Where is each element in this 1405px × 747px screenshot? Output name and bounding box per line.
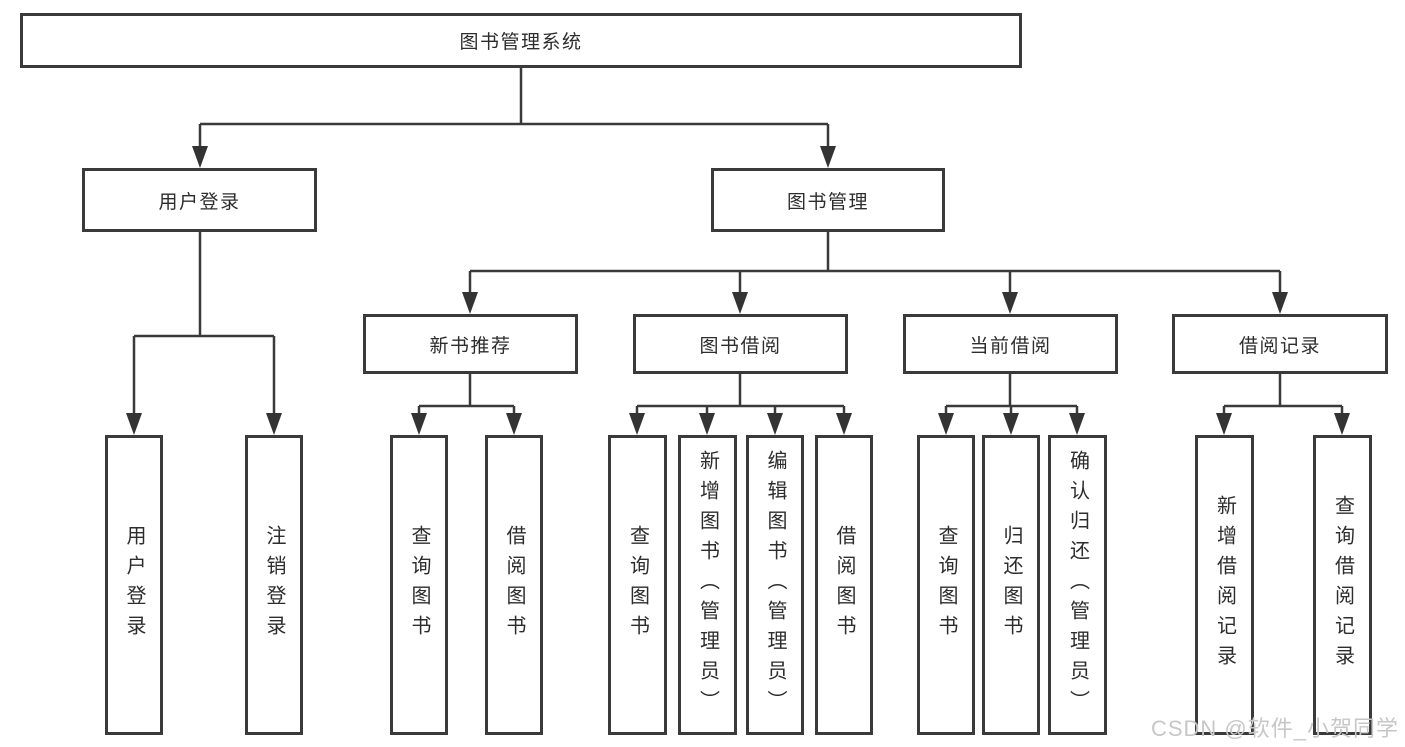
node-book-management: 图书管理 bbox=[711, 168, 945, 232]
leaf-logout-label: 注销登录 bbox=[263, 525, 285, 645]
leaf-return-book-label: 归还图书 bbox=[1000, 525, 1022, 645]
leaf-confirm-return-admin-label: 确认归还（管理员） bbox=[1066, 450, 1089, 720]
node-new-book-recommend: 新书推荐 bbox=[363, 314, 578, 374]
leaf-return-book: 归还图书 bbox=[982, 435, 1040, 735]
leaf-query-books-3-label: 查询图书 bbox=[935, 525, 957, 645]
csdn-watermark: CSDN @软件_小贺同学 bbox=[1150, 716, 1399, 741]
tree-edges bbox=[132, 68, 1344, 416]
node-user-login: 用户登录 bbox=[82, 168, 317, 232]
leaf-add-book-admin: 新增图书（管理员） bbox=[678, 435, 737, 735]
leaf-edit-book-admin: 编辑图书（管理员） bbox=[746, 435, 804, 735]
leaf-edit-book-admin-label: 编辑图书（管理员） bbox=[764, 450, 786, 720]
leaf-user-login-label: 用户登录 bbox=[123, 525, 145, 645]
node-current-borrow: 当前借阅 bbox=[903, 314, 1118, 374]
leaf-logout: 注销登录 bbox=[245, 435, 303, 735]
leaf-query-books-2-label: 查询图书 bbox=[626, 525, 649, 645]
leaf-borrow-books-1-label: 借阅图书 bbox=[503, 525, 525, 645]
node-user-login-label: 用户登录 bbox=[158, 191, 241, 213]
node-book-borrow: 图书借阅 bbox=[633, 314, 848, 374]
arrowheads bbox=[126, 146, 1350, 435]
leaf-query-books-1: 查询图书 bbox=[390, 435, 448, 735]
leaf-query-books-3: 查询图书 bbox=[917, 435, 975, 735]
node-current-borrow-label: 当前借阅 bbox=[969, 335, 1052, 357]
leaf-borrow-books-2: 借阅图书 bbox=[815, 435, 873, 735]
leaf-confirm-return-admin: 确认归还（管理员） bbox=[1048, 435, 1107, 735]
leaf-add-borrow-record: 新增借阅记录 bbox=[1195, 435, 1254, 735]
leaf-add-borrow-record-label: 新增借阅记录 bbox=[1213, 495, 1236, 675]
node-new-book-recommend-label: 新书推荐 bbox=[429, 335, 512, 357]
leaf-user-login: 用户登录 bbox=[105, 435, 163, 735]
leaf-add-book-admin-label: 新增图书（管理员） bbox=[696, 450, 719, 720]
leaf-query-books-2: 查询图书 bbox=[608, 435, 667, 735]
node-borrow-records-label: 借阅记录 bbox=[1238, 335, 1321, 357]
leaf-query-borrow-record-label: 查询借阅记录 bbox=[1331, 495, 1354, 675]
leaf-query-books-1-label: 查询图书 bbox=[408, 525, 430, 645]
node-root-label: 图书管理系统 bbox=[459, 32, 583, 53]
node-borrow-records: 借阅记录 bbox=[1172, 314, 1388, 374]
leaf-query-borrow-record: 查询借阅记录 bbox=[1313, 435, 1372, 735]
leaf-borrow-books-1: 借阅图书 bbox=[485, 435, 543, 735]
node-book-borrow-label: 图书借阅 bbox=[699, 335, 782, 357]
node-book-management-label: 图书管理 bbox=[786, 191, 869, 213]
node-root: 图书管理系统 bbox=[20, 13, 1022, 68]
leaf-borrow-books-2-label: 借阅图书 bbox=[833, 525, 855, 645]
